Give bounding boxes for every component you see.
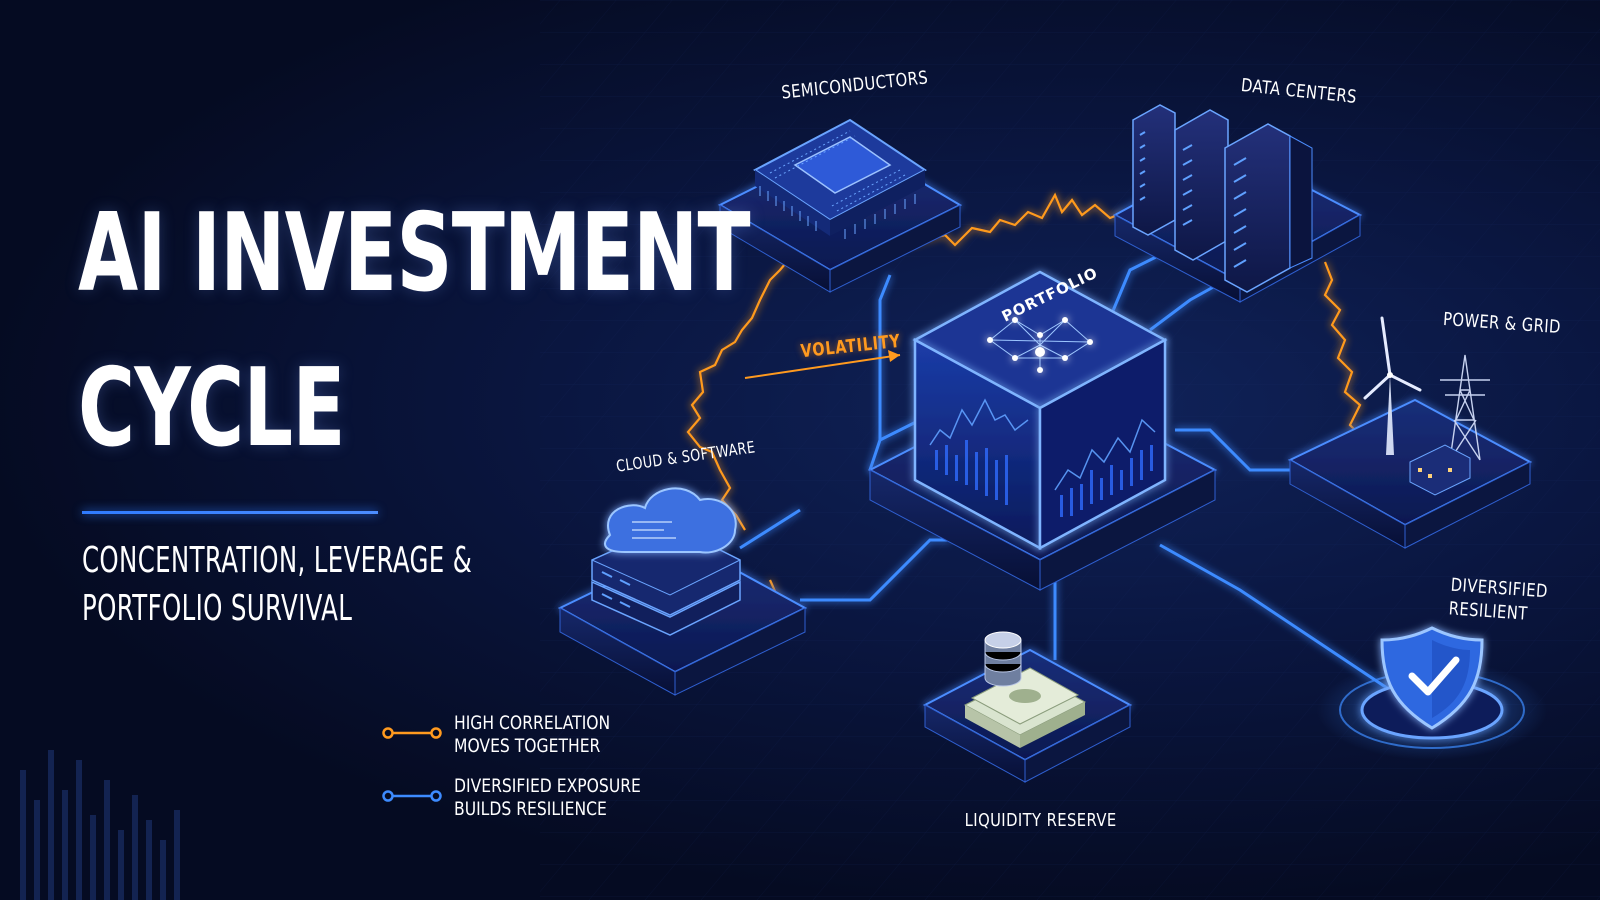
- title-divider: [82, 511, 378, 514]
- chip-icon: [753, 118, 927, 239]
- legend-line-2: BUILDS RESILIENCE: [454, 798, 607, 820]
- link-portfolio-left: [868, 418, 921, 471]
- liquidity-reserve-label: LIQUIDITY RESERVE: [964, 810, 1117, 831]
- cash-stack-coins-icon: [963, 631, 1087, 748]
- cloud-software-node: [557, 487, 808, 696]
- background-bars-decoration: [20, 750, 180, 900]
- link-cloud-to-portfolio-upper: [739, 508, 801, 550]
- link-portfolio-to-shield: [1159, 543, 1391, 692]
- title-line-2: CYCLE: [78, 346, 345, 471]
- legend-line-1: DIVERSIFIED EXPOSURE: [454, 775, 641, 797]
- network-cube-icon: [987, 317, 1093, 373]
- data-centers-node: [1112, 104, 1363, 303]
- server-rack-icon: [1132, 104, 1313, 293]
- subtitle-line-2: PORTFOLIO SURVIVAL: [82, 588, 353, 629]
- legend-line-2: MOVES TOGETHER: [454, 735, 601, 757]
- cloud-server-icon: [591, 487, 741, 636]
- subtitle-line-1: CONCENTRATION, LEVERAGE &: [82, 540, 473, 581]
- link-portfolio-to-power: [1175, 428, 1320, 472]
- shield-check-icon: [1380, 626, 1484, 730]
- blue-link-swatch-icon: [382, 790, 442, 802]
- semiconductors-node: [717, 118, 963, 293]
- orange-link-swatch-icon: [382, 727, 442, 739]
- coin-stack: [984, 631, 1022, 687]
- correlation-semiconductors-to-cloud: [686, 257, 791, 531]
- legend-line-1: HIGH CORRELATION: [454, 712, 611, 734]
- portfolio-node: [867, 270, 1218, 591]
- wind-turbine-pylon-icon: [1363, 316, 1490, 496]
- liquidity-reserve-node: [922, 631, 1133, 783]
- title-line-1: AI INVESTMENT: [78, 191, 751, 316]
- volatility-arrow: [744, 350, 901, 379]
- power-grid-node: [1287, 316, 1533, 549]
- correlation-semiconductors-to-datacenters: [904, 192, 1126, 247]
- link-semiconductors-to-portfolio: [878, 274, 892, 440]
- diversified-exposure-links: [739, 248, 1391, 692]
- link-cloud-to-portfolio-lower: [800, 538, 950, 602]
- diversified-resilient-node: [1317, 626, 1547, 760]
